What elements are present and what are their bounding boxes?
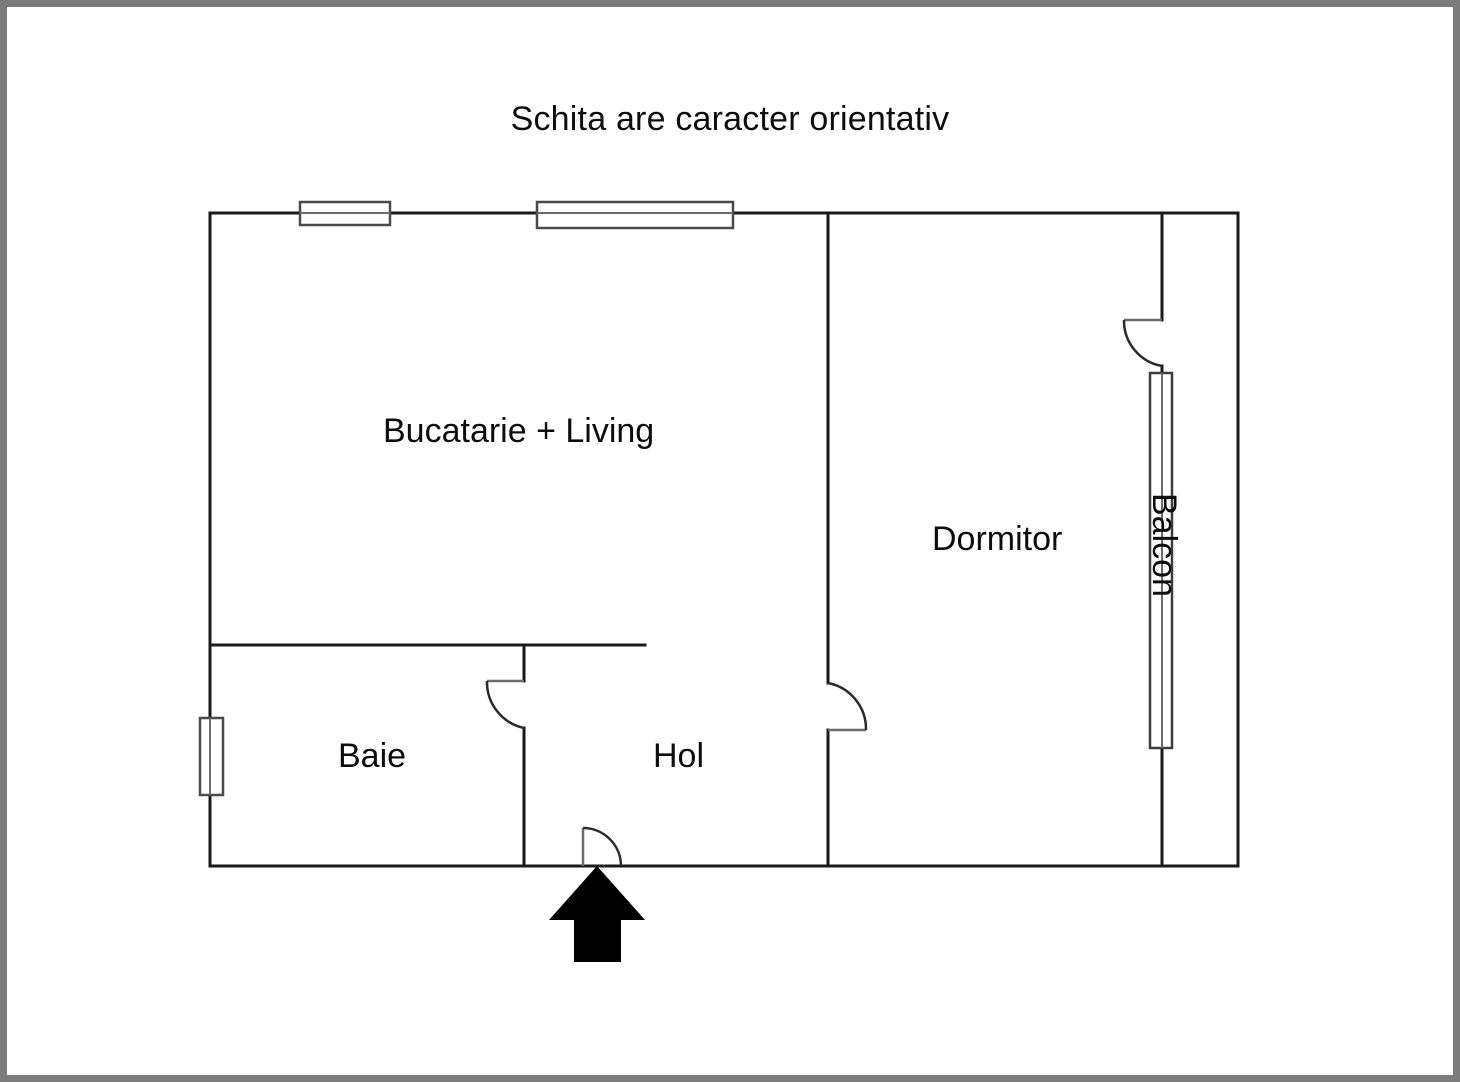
door-baie-swing-arc	[485, 680, 525, 730]
entrance-arrow-shape	[549, 866, 645, 962]
door-balcon-swing-arc	[1122, 319, 1163, 368]
room-label-hol: Hol	[653, 737, 705, 775]
door-dormitor	[827, 681, 868, 732]
window-baie	[198, 716, 225, 797]
page-title: Schita are caracter orientativ	[510, 100, 950, 138]
window-living-right	[535, 200, 735, 230]
windows	[198, 200, 1174, 797]
entrance-arrow	[549, 866, 645, 962]
door-entrance	[581, 826, 623, 867]
door-entrance-swing-arc	[582, 826, 623, 867]
room-label-balcon: Balcon	[1145, 493, 1183, 597]
door-dormitor-swing-arc	[827, 681, 868, 731]
door-balcon	[1122, 318, 1163, 368]
doors	[485, 318, 1163, 867]
room-label-dormitor: Dormitor	[932, 520, 1063, 558]
door-baie	[485, 679, 525, 730]
room-label-bucatarie-living: Bucatarie + Living	[383, 412, 655, 450]
room-label-baie: Baie	[338, 737, 407, 775]
